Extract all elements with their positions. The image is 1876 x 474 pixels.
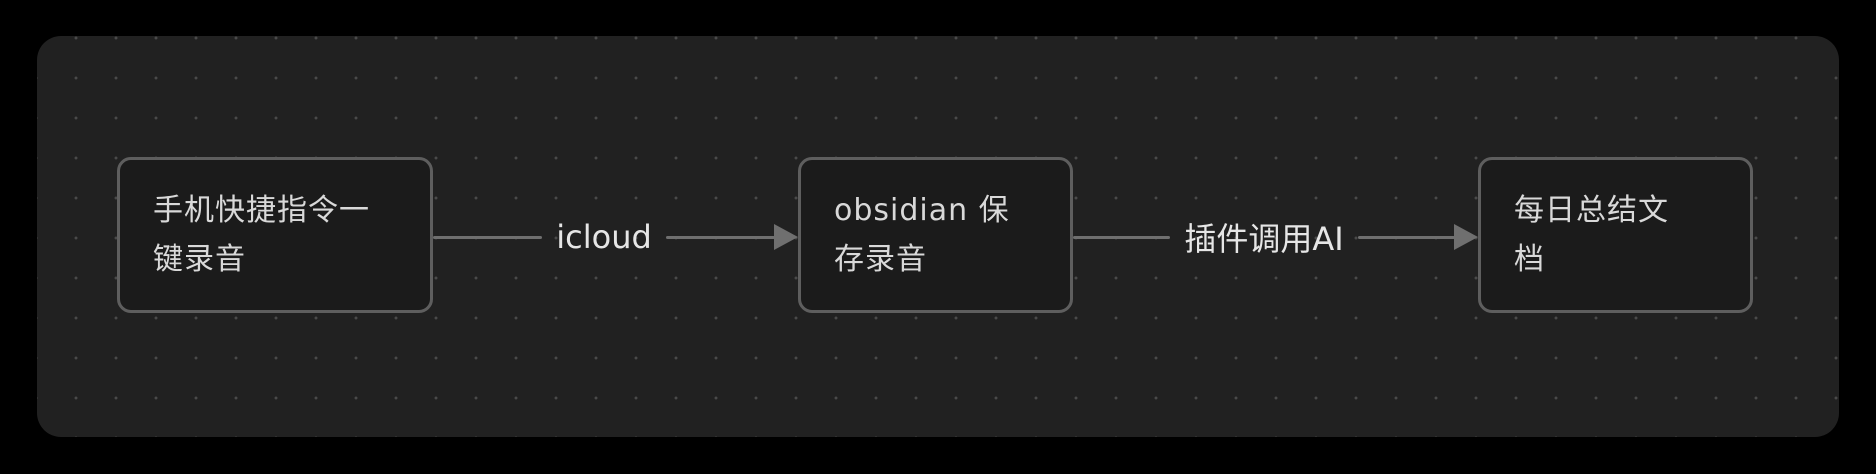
dot-grid-canvas[interactable]: 手机快捷指令一 键录音 obsidian 保 存录音 每日总结文 档 iclou… <box>37 36 1839 437</box>
edge-line-segment <box>1357 235 1455 239</box>
edge-line-segment <box>1073 235 1171 239</box>
arrowhead-right-icon <box>774 224 799 250</box>
flow-node-phone-recording[interactable]: 手机快捷指令一 键录音 <box>117 157 433 313</box>
edge-phone-to-obsidian[interactable]: icloud <box>433 217 799 257</box>
flow-node-obsidian-save[interactable]: obsidian 保 存录音 <box>798 157 1073 313</box>
edge-line-segment <box>433 235 543 239</box>
edge-line-segment <box>665 235 776 239</box>
edge-label-plugin-ai: 插件调用AI <box>1184 220 1344 258</box>
node-label-phone-recording: 手机快捷指令一 键录音 <box>153 193 370 277</box>
flow-node-daily-summary-doc[interactable]: 每日总结文 档 <box>1478 157 1753 313</box>
node-label-daily-summary-doc: 每日总结文 档 <box>1514 193 1669 277</box>
node-label-obsidian-save: obsidian 保 存录音 <box>834 193 1010 277</box>
edge-label-icloud: icloud <box>556 218 652 256</box>
edge-obsidian-to-summary[interactable]: 插件调用AI <box>1073 217 1478 258</box>
arrowhead-right-icon <box>1454 224 1478 250</box>
